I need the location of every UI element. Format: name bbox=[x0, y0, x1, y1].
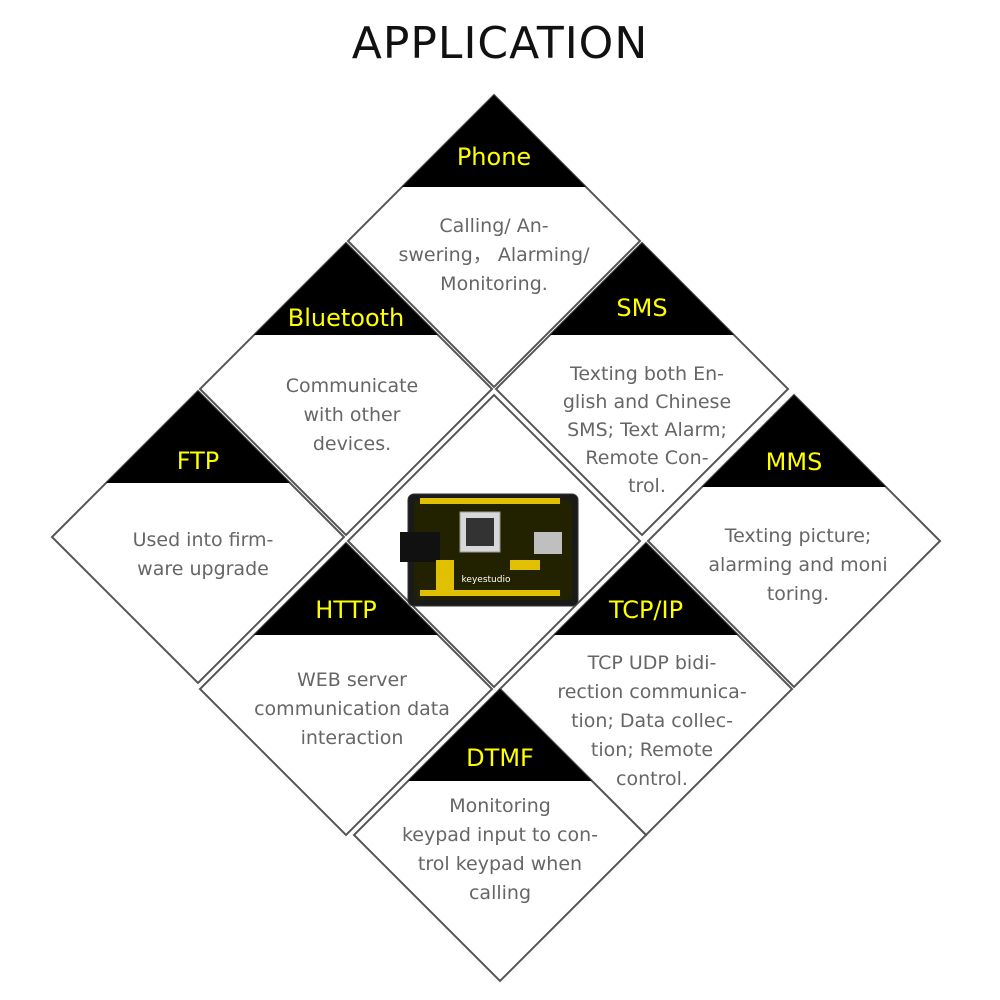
tcpip-desc-line: TCP UDP bidi- bbox=[587, 652, 717, 674]
tcpip-desc-line: control. bbox=[616, 768, 688, 790]
bluetooth-header bbox=[254, 243, 438, 335]
dtmf-desc-line: trol keypad when bbox=[418, 853, 582, 875]
sms-desc-line: SMS; Text Alarm; bbox=[567, 419, 727, 441]
bluetooth-label: Bluetooth bbox=[288, 304, 405, 332]
http-desc-line: WEB server bbox=[297, 669, 407, 691]
phone-desc-line: swering， Alarming/ bbox=[398, 244, 590, 266]
sms-label: SMS bbox=[616, 294, 667, 322]
sms-desc-line: glish and Chinese bbox=[563, 391, 731, 413]
sms-desc-line: Remote Con- bbox=[585, 447, 708, 469]
sms-desc-line: Texting both En- bbox=[569, 363, 724, 385]
http-desc-line: communication data bbox=[254, 698, 450, 720]
phone-desc-line: Calling/ An- bbox=[439, 215, 548, 237]
ftp-desc-line: Used into firm- bbox=[133, 529, 274, 551]
mms-desc-line: Texting picture; bbox=[724, 525, 872, 547]
tile-mms: MMS Texting picture; alarming and moni t… bbox=[646, 393, 942, 689]
dtmf-desc-line: keypad input to con- bbox=[402, 824, 598, 846]
phone-header bbox=[402, 95, 586, 187]
phone-desc-line: Monitoring. bbox=[440, 273, 548, 295]
center-tile: keyestudio bbox=[346, 393, 642, 689]
mms-desc-line: toring. bbox=[767, 583, 829, 605]
tile-http: HTTP WEB server communication data inter… bbox=[198, 541, 494, 837]
dtmf-label: DTMF bbox=[466, 744, 534, 772]
mms-desc-line: alarming and moni bbox=[708, 554, 887, 576]
ftp-header bbox=[106, 391, 290, 483]
page-title: APPLICATION bbox=[351, 18, 649, 69]
tcpip-label: TCP/IP bbox=[608, 596, 683, 624]
http-label: HTTP bbox=[315, 596, 376, 624]
sms-desc-line: trol. bbox=[628, 475, 666, 497]
tile-phone: Phone Calling/ An- swering， Alarming/ Mo… bbox=[346, 93, 642, 389]
tile-dtmf: DTMF Monitoring keypad input to con- tro… bbox=[352, 687, 648, 983]
dtmf-desc-line: calling bbox=[469, 882, 531, 904]
tile-bluetooth: Bluetooth Communicate with other devices… bbox=[198, 241, 494, 537]
pcb-board-image: keyestudio bbox=[400, 493, 579, 607]
bluetooth-desc-line: Communicate bbox=[286, 375, 419, 397]
dtmf-header bbox=[408, 689, 592, 781]
ftp-label: FTP bbox=[177, 447, 220, 475]
ftp-desc-line: ware upgrade bbox=[137, 558, 269, 580]
tcpip-desc-line: tion; Remote bbox=[591, 739, 713, 761]
bluetooth-desc-line: devices. bbox=[313, 433, 391, 455]
tile-sms: SMS Texting both En- glish and Chinese S… bbox=[494, 241, 790, 537]
tcpip-desc-line: tion; Data collec- bbox=[571, 710, 733, 732]
mms-label: MMS bbox=[766, 448, 823, 476]
bluetooth-desc-line: with other bbox=[304, 404, 401, 426]
http-header bbox=[254, 543, 438, 635]
mms-header bbox=[702, 395, 886, 487]
board-brand-text: keyestudio bbox=[462, 575, 511, 585]
tcpip-header bbox=[554, 543, 738, 635]
tcpip-desc-line: rection communica- bbox=[557, 681, 746, 703]
dtmf-desc-line: Monitoring bbox=[449, 795, 551, 817]
http-desc-line: interaction bbox=[301, 727, 404, 749]
sms-header bbox=[550, 243, 734, 335]
tile-ftp: FTP Used into firm- ware upgrade bbox=[50, 389, 346, 685]
phone-label: Phone bbox=[457, 143, 531, 171]
